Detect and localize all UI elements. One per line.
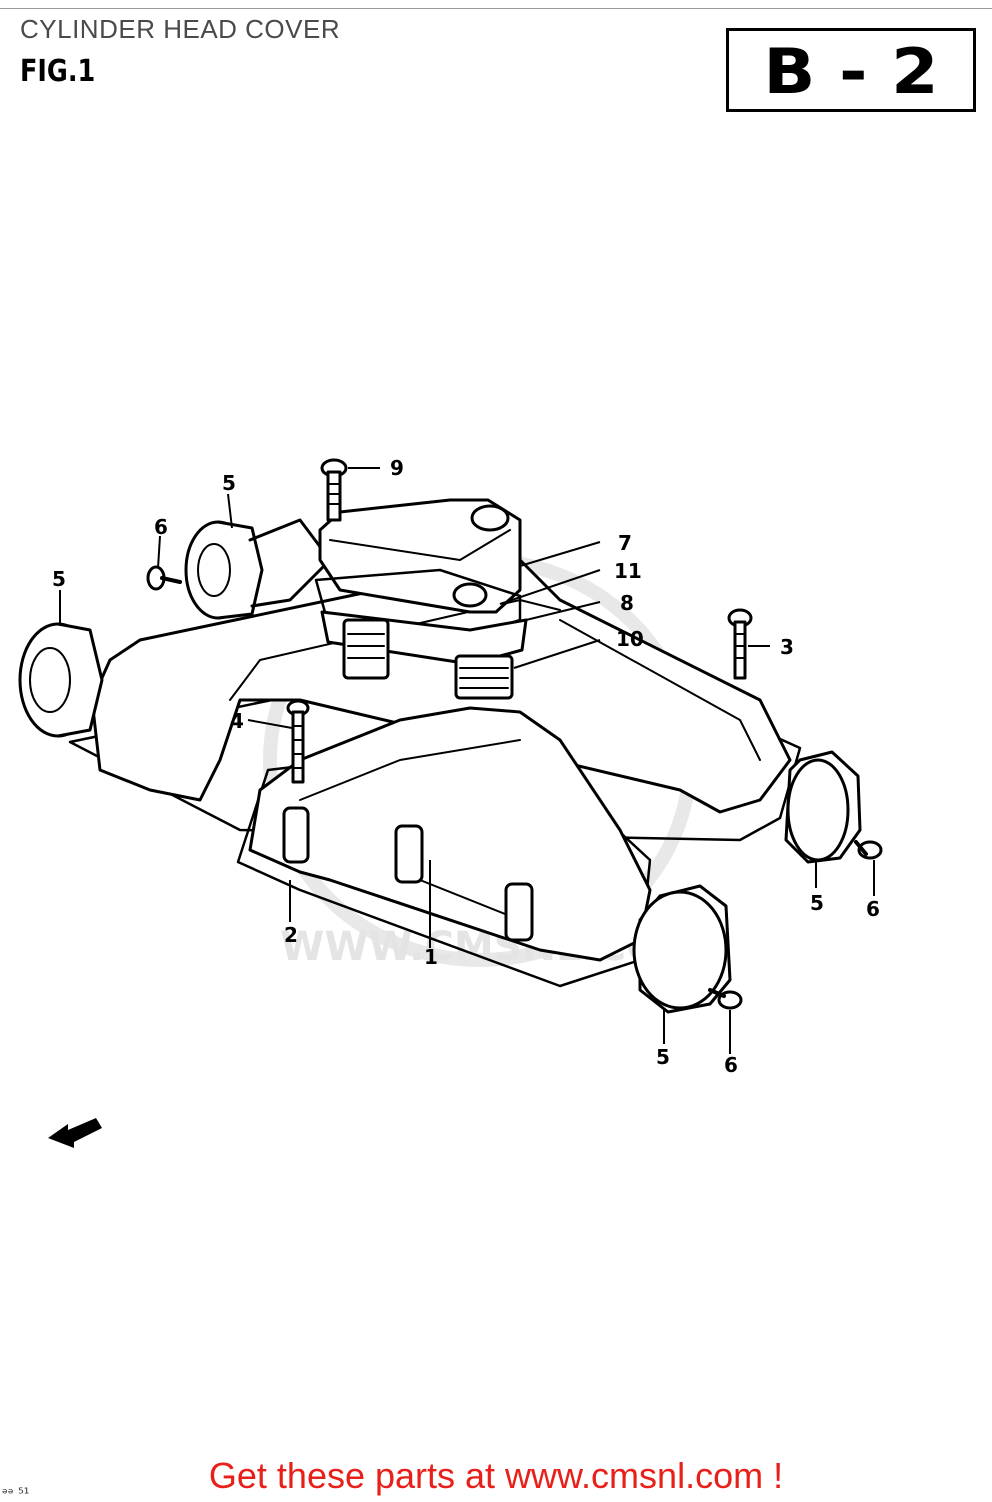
callout-9: 9 bbox=[390, 456, 404, 480]
callout-11: 11 bbox=[614, 559, 642, 583]
bolt-4 bbox=[286, 699, 310, 784]
figure-label: FIG.1 bbox=[20, 54, 96, 89]
callout-6-upper: 6 bbox=[154, 515, 168, 539]
page-title: CYLINDER HEAD COVER bbox=[20, 14, 341, 44]
callout-4: 4 bbox=[230, 709, 244, 733]
bolt-3 bbox=[727, 608, 753, 680]
breather-element bbox=[342, 618, 514, 700]
callout-5-right: 5 bbox=[810, 891, 824, 915]
callout-5-left: 5 bbox=[52, 567, 66, 591]
callout-8: 8 bbox=[620, 591, 634, 615]
screw-6-front bbox=[708, 988, 743, 1010]
bolt-9 bbox=[320, 458, 348, 522]
breather-cover bbox=[318, 498, 522, 614]
rear-right-end-cap bbox=[784, 750, 862, 864]
front-right-end-cap bbox=[632, 884, 732, 1014]
callout-2: 2 bbox=[284, 923, 298, 947]
front-cover-body bbox=[248, 706, 652, 962]
screw-6-left bbox=[146, 565, 182, 591]
callout-10: 10 bbox=[616, 627, 644, 651]
callout-5-front: 5 bbox=[656, 1045, 670, 1069]
callout-6-front: 6 bbox=[724, 1053, 738, 1077]
screw-6-right bbox=[854, 840, 883, 860]
section-code: B - 2 bbox=[763, 35, 939, 108]
front-direction-arrow-icon bbox=[48, 1118, 102, 1148]
callout-6-right: 6 bbox=[866, 897, 880, 921]
get-parts-link[interactable]: Get these parts at www.cmsnl.com ! bbox=[208, 1455, 784, 1496]
rear-left-end-cap bbox=[18, 622, 104, 738]
callout-3: 3 bbox=[780, 635, 794, 659]
callout-5-upper: 5 bbox=[222, 471, 236, 495]
top-rule bbox=[0, 8, 992, 9]
callout-1: 1 bbox=[424, 945, 438, 969]
section-code-box: B - 2 bbox=[726, 28, 976, 112]
leader-lines bbox=[59, 467, 875, 1054]
callout-7: 7 bbox=[618, 531, 632, 555]
page-corner-mark: ᵊᵊ ⁵¹ bbox=[2, 1486, 30, 1502]
